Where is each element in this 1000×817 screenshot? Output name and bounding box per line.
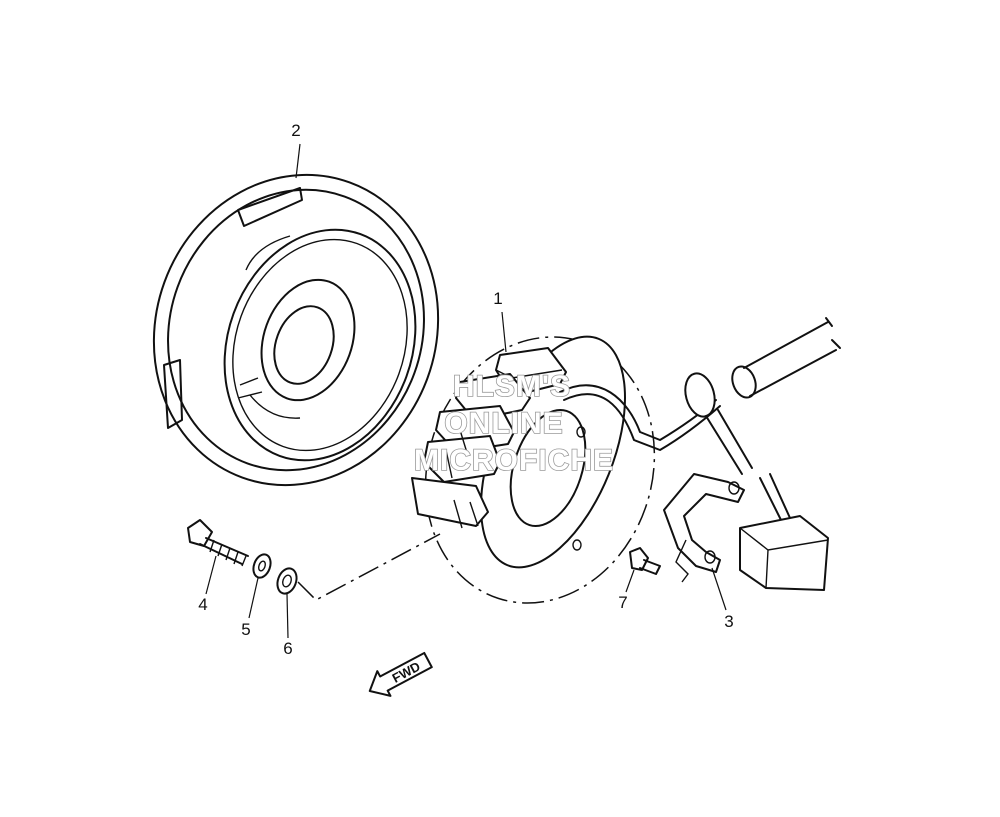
screw bbox=[187, 519, 249, 567]
callout-6: 6 bbox=[283, 639, 292, 658]
callout-7: 7 bbox=[618, 593, 627, 612]
callout-2: 2 bbox=[291, 121, 300, 140]
watermark: HLSM'S ONLINE MICROFICHE bbox=[413, 369, 614, 478]
callout-5: 5 bbox=[241, 620, 250, 639]
clamp-screw bbox=[629, 547, 661, 575]
callout-1: 1 bbox=[493, 289, 502, 308]
callout-4: 4 bbox=[198, 595, 207, 614]
flywheel-rotor bbox=[152, 173, 440, 487]
lead-clamp bbox=[663, 473, 745, 583]
spring-washer bbox=[252, 553, 272, 579]
callouts: 2 1 4 5 6 7 3 bbox=[198, 121, 733, 658]
watermark-line-3: MICROFICHE bbox=[414, 444, 614, 477]
alignment-line bbox=[297, 533, 441, 601]
forward-direction-arrow: FWD bbox=[368, 651, 433, 697]
watermark-line-1: HLSM'S bbox=[453, 370, 571, 403]
watermark-line-2: ONLINE bbox=[444, 407, 563, 440]
callout-3: 3 bbox=[724, 612, 733, 631]
plain-washer bbox=[276, 567, 298, 595]
wire-harness bbox=[684, 317, 841, 591]
stator-assembly bbox=[411, 335, 721, 604]
